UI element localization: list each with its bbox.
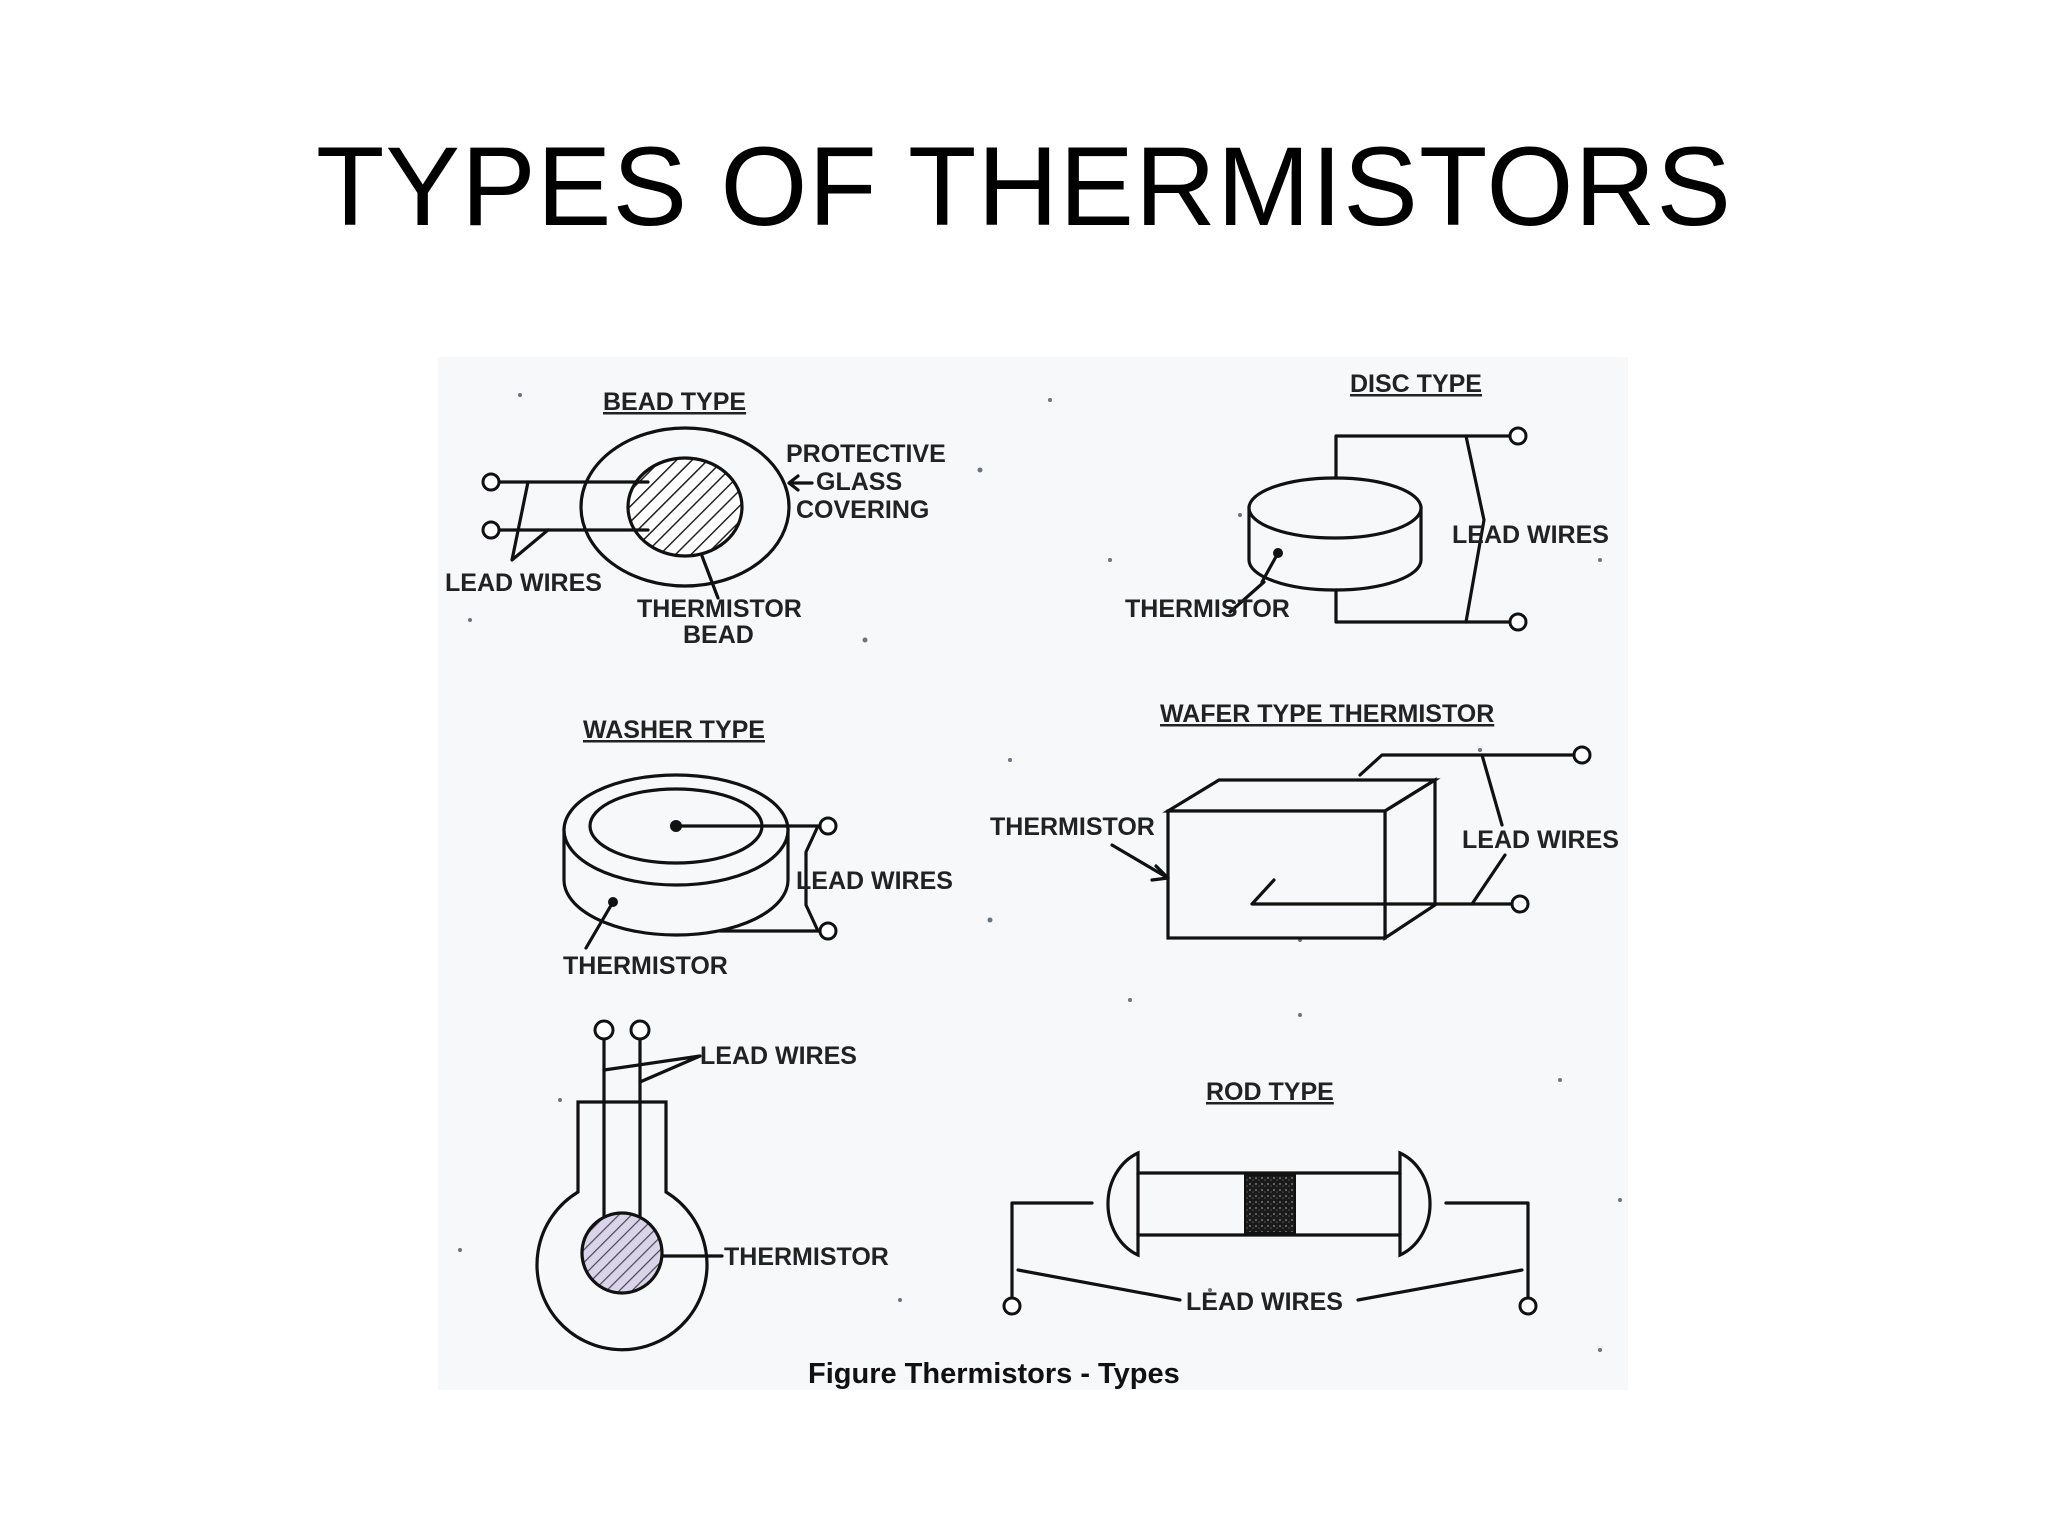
lead-terminal	[818, 921, 838, 941]
rod-type-heading: ROD TYPE	[1206, 1078, 1334, 1106]
washer-lead-wires-label: LEAD WIRES	[796, 867, 953, 895]
glass-label-line-3: COVERING	[796, 496, 929, 524]
wafer-thermistor-pointer	[1110, 843, 1170, 880]
disc-lead-pointer	[1464, 434, 1486, 624]
rod-lead-pointer-left	[1016, 1268, 1182, 1302]
disc-type-heading: DISC TYPE	[1350, 370, 1482, 398]
wafer-lead-lower	[1250, 878, 1514, 906]
wafer-lead-pointer-lower	[1470, 853, 1507, 906]
thermistor-bead	[626, 456, 744, 558]
bead-label-line-2: BEAD	[683, 621, 754, 649]
wafer-front-face	[1166, 809, 1387, 940]
rod-lead-wires-label: LEAD WIRES	[1186, 1288, 1343, 1316]
lead-terminal	[593, 1019, 615, 1041]
glass-arrowhead	[787, 474, 800, 492]
probe-thermistor-label: THERMISTOR	[724, 1243, 889, 1271]
rod-lead-right	[1444, 1201, 1530, 1298]
probe-lead-wires-label: LEAD WIRES	[700, 1042, 857, 1070]
wafer-type-thermistor: WAFER TYPE THERMISTOR LEAD WIRES THERMIS…	[990, 700, 1619, 941]
wafer-thermistor-label: THERMISTOR	[990, 813, 1155, 841]
wafer-lead-wires-label: LEAD WIRES	[1462, 826, 1619, 854]
disc-lead-upper	[1334, 434, 1512, 480]
slide-title: TYPES OF THERMISTORS	[315, 124, 1733, 249]
lead-terminal	[481, 472, 501, 492]
disc-lead-lower	[1334, 588, 1512, 624]
wafer-lead-pointer-upper	[1480, 753, 1504, 827]
disc-lead-wires-label: LEAD WIRES	[1452, 521, 1609, 549]
disc-top	[1247, 476, 1423, 540]
washer-lead-pointer	[804, 824, 820, 933]
rod-thermistor-element	[1244, 1174, 1296, 1234]
probe-type-thermistor: LEAD WIRES THERMISTOR	[535, 1019, 889, 1352]
glass-label-line-2: GLASS	[816, 468, 902, 496]
lead-terminal	[1518, 1296, 1538, 1316]
lead-terminal	[818, 816, 838, 836]
rod-lead-pointer-right	[1356, 1268, 1524, 1302]
disc-thermistor-label: THERMISTOR	[1125, 595, 1290, 623]
rod-lead-left	[1010, 1201, 1094, 1298]
lead-wires-pointer	[510, 480, 550, 562]
bead-label-line-1: THERMISTOR	[637, 595, 802, 623]
lead-terminal	[629, 1019, 651, 1041]
washer-type-thermistor: WASHER TYPE LEAD WIRES THERMISTOR	[562, 716, 953, 980]
probe-thermistor-element	[580, 1211, 664, 1295]
disc-pointer-line	[1260, 551, 1280, 584]
lead-terminal	[1510, 894, 1530, 914]
wafer-type-heading: WAFER TYPE THERMISTOR	[1160, 700, 1494, 728]
lead-terminal	[1508, 612, 1528, 632]
protective-glass-covering	[579, 426, 791, 588]
wafer-lead-upper	[1358, 753, 1574, 777]
glass-label-line-1: PROTECTIVE	[786, 440, 946, 468]
rod-type-thermistor: ROD TYPE LEAD WIRES	[1002, 1078, 1538, 1316]
lead-terminal	[481, 520, 501, 540]
washer-thermistor-pointer	[584, 900, 615, 950]
bead-pointer	[700, 554, 720, 600]
wafer-pointer-arrowhead	[1150, 864, 1170, 882]
disc-thermistor-pointer	[1228, 580, 1266, 614]
bead-type-thermistor: BEAD TYPE LEAD WIRES PROTECTIVE GLASS CO…	[445, 388, 946, 649]
probe-lead-pointer	[602, 1054, 702, 1084]
bead-type-heading: BEAD TYPE	[603, 388, 746, 416]
lead-terminal	[1002, 1296, 1022, 1316]
washer-thermistor-label: THERMISTOR	[563, 952, 728, 980]
figure-caption: Figure Thermistors - Types	[808, 1358, 1180, 1390]
disc-type-thermistor: DISC TYPE LEAD WIRES THERMISTOR	[1125, 370, 1609, 632]
lead-terminal	[1572, 745, 1592, 765]
lead-terminal	[1508, 426, 1528, 446]
washer-type-heading: WASHER TYPE	[583, 716, 765, 744]
bead-lead-wires-label: LEAD WIRES	[445, 569, 602, 597]
